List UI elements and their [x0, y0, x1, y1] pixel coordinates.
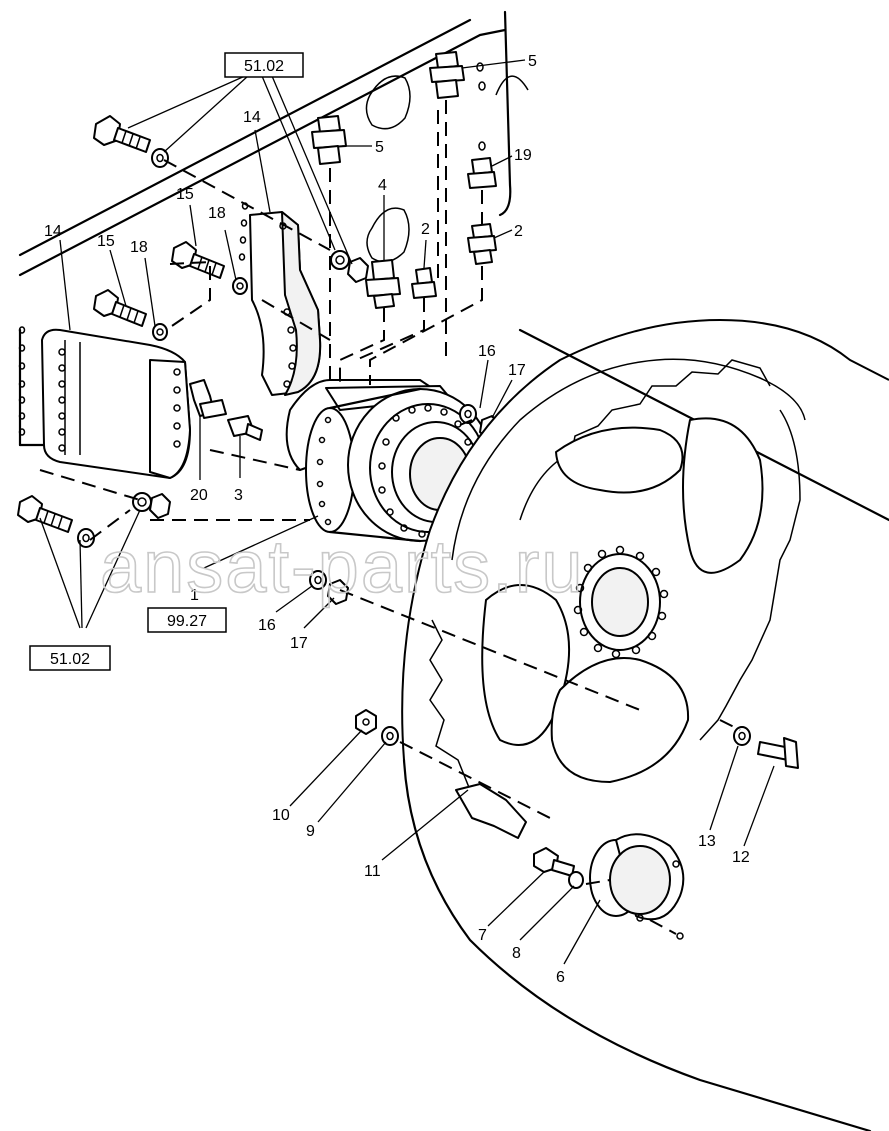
bolt-7-washer-8	[533, 847, 584, 889]
nuts-bracket-lower	[132, 492, 171, 519]
fitting-20-elbow	[189, 379, 227, 419]
bracket-holes	[58, 348, 181, 452]
reference-box-top-label: 51.02	[244, 58, 284, 75]
callout-7: 7	[478, 927, 487, 944]
fitting-2-left	[411, 267, 437, 299]
reference-box-bottom-label: 51.02	[50, 651, 90, 668]
callout-15-lower: 15	[97, 233, 115, 250]
callout-15-upper: 15	[176, 186, 194, 203]
callout-10: 10	[272, 807, 290, 824]
frame-holes-upper	[238, 202, 249, 261]
left-bracket	[18, 326, 191, 479]
callout-1: 1	[190, 587, 199, 604]
frame-holes-left	[18, 326, 26, 436]
nuts-upper-bracket	[330, 250, 369, 283]
sprocket-wheel	[401, 319, 889, 1131]
fitting-5-top	[429, 51, 486, 99]
callout-20: 20	[190, 487, 208, 504]
reference-box-bottom[interactable]: 51.02	[29, 645, 111, 671]
callout-4: 4	[378, 177, 387, 194]
callout-2-right: 2	[514, 223, 523, 240]
callout-19: 19	[514, 147, 532, 164]
fitting-3	[227, 415, 263, 441]
callout-14-left: 14	[44, 223, 62, 240]
fitting-19	[467, 141, 497, 189]
callout-17-lower: 17	[290, 635, 308, 652]
reference-box-top[interactable]: 51.02	[224, 52, 304, 78]
fitting-2-right	[467, 223, 497, 265]
pin-right	[676, 932, 684, 940]
callout-18-lower: 18	[130, 239, 148, 256]
callout-3: 3	[234, 487, 243, 504]
leader-lines	[39, 59, 775, 965]
callout-11: 11	[364, 863, 381, 880]
bolt-15-lower	[93, 289, 168, 341]
motor-washer-nut-lower	[309, 570, 349, 605]
sprocket-hub-bolts	[573, 545, 669, 659]
speed-sensor-cover	[589, 833, 685, 922]
nut-10-washer-9	[355, 709, 399, 746]
fitting-5-mid	[311, 115, 347, 165]
assembly-lines	[39, 100, 741, 935]
callout-12: 12	[732, 849, 750, 866]
callout-5-top: 5	[528, 53, 537, 70]
callout-8: 8	[512, 945, 521, 962]
callout-6: 6	[556, 969, 565, 986]
reference-box-motor[interactable]: 99.27	[147, 607, 227, 633]
bolt-12-washer-13	[733, 726, 799, 769]
callout-14-upper: 14	[243, 109, 261, 126]
bolt-15-upper	[171, 241, 248, 295]
fitting-4	[365, 259, 401, 309]
chassis-frame	[18, 10, 529, 447]
bolt-top-left	[93, 115, 169, 168]
reference-box-motor-label: 99.27	[167, 613, 207, 630]
callout-17-right: 17	[508, 362, 526, 379]
callout-16-right: 16	[478, 343, 496, 360]
callouts: 5 5 19 4 2 2 14 14 15 15 18 18 16 17 20 …	[44, 53, 750, 986]
bolt-bottom-left	[17, 495, 95, 548]
callout-16-lower: 16	[258, 617, 276, 634]
motor-flange-holes	[316, 416, 332, 526]
upper-bracket	[238, 202, 322, 396]
callout-2-left: 2	[421, 221, 430, 238]
callout-9: 9	[306, 823, 315, 840]
watermark: ansat-parts.ru	[100, 525, 585, 608]
callout-5-mid: 5	[375, 139, 384, 156]
callout-18-upper: 18	[208, 205, 226, 222]
callout-13: 13	[698, 833, 716, 850]
